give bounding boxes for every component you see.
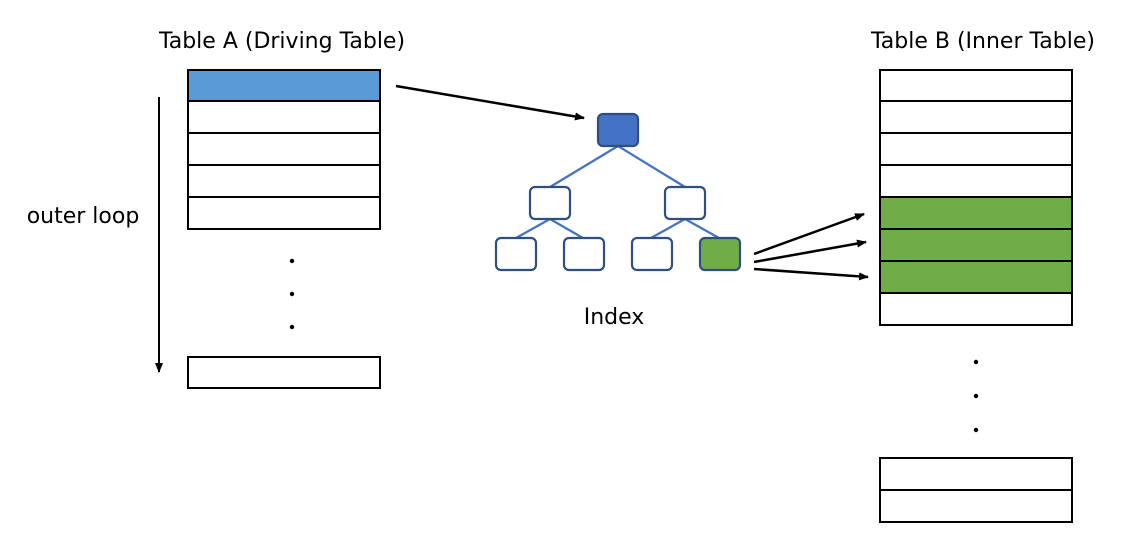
table-b-row-matched bbox=[879, 196, 1073, 230]
table-b-row-matched bbox=[879, 260, 1073, 294]
table-b-row bbox=[879, 69, 1073, 102]
table-b-row bbox=[879, 292, 1073, 326]
index-leaf-node bbox=[562, 236, 606, 272]
table-a-row bbox=[187, 132, 381, 166]
match-arrow bbox=[753, 212, 865, 256]
outer-loop-label: outer loop bbox=[27, 204, 140, 229]
table-a bbox=[187, 69, 381, 389]
index-leaf-node bbox=[630, 236, 674, 272]
table-a-row-highlighted bbox=[187, 69, 381, 102]
index-leaf-node bbox=[494, 236, 538, 272]
match-arrow bbox=[753, 239, 867, 264]
table-b-row bbox=[879, 457, 1073, 491]
table-a-title: Table A (Driving Table) bbox=[158, 29, 405, 54]
table-a-row bbox=[187, 164, 381, 198]
index-label: Index bbox=[584, 305, 645, 330]
table-a-row bbox=[187, 196, 381, 230]
index-branch-node bbox=[528, 185, 572, 221]
table-b-row-matched bbox=[879, 228, 1073, 262]
table-a-row-last bbox=[187, 356, 381, 389]
table-b-row-last bbox=[879, 489, 1073, 523]
table-b-row bbox=[879, 164, 1073, 198]
index-tree bbox=[494, 112, 742, 272]
table-b-title: Table B (Inner Table) bbox=[870, 29, 1095, 54]
index-leaf-node-matched bbox=[698, 236, 742, 272]
match-arrows bbox=[753, 212, 869, 281]
index-branch-node bbox=[663, 185, 707, 221]
table-a-ellipsis bbox=[289, 258, 295, 330]
table-b bbox=[879, 69, 1073, 523]
match-arrow bbox=[753, 267, 869, 281]
table-a-row bbox=[187, 100, 381, 134]
index-edges bbox=[515, 145, 720, 239]
lookup-arrow bbox=[395, 84, 585, 121]
index-root-node bbox=[596, 112, 640, 148]
table-b-ellipsis bbox=[973, 359, 979, 433]
table-b-row bbox=[879, 132, 1073, 166]
table-b-row bbox=[879, 100, 1073, 134]
